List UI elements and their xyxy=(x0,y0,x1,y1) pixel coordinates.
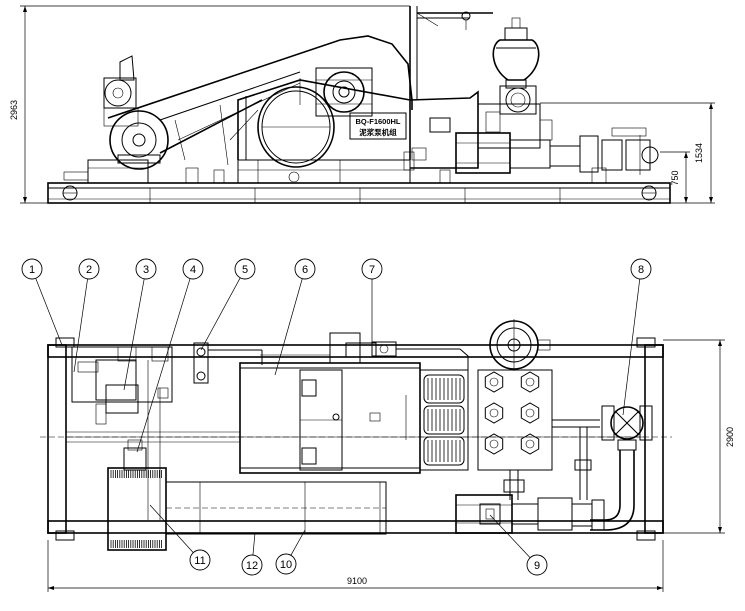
callout-7: 7 xyxy=(361,258,383,347)
plan-valve-block xyxy=(371,341,469,370)
callout-10: 10 xyxy=(275,529,306,575)
dim-9100-label: 9100 xyxy=(347,576,367,586)
pulsation-dampener xyxy=(492,17,540,89)
callout-12: 12 xyxy=(241,532,263,576)
plan-sheave xyxy=(107,439,167,551)
callout-11: 11 xyxy=(149,504,211,571)
plan-view: 2900 9100 xyxy=(40,319,735,592)
callout-number: 3 xyxy=(143,264,149,276)
dim-2963-label: 2963 xyxy=(9,100,19,120)
plan-dampener xyxy=(488,319,551,371)
callout-6: 6 xyxy=(274,258,316,376)
power-end-frame xyxy=(237,79,411,184)
plan-skid-frame xyxy=(40,337,672,541)
dim-750-label: 750 xyxy=(670,170,680,185)
callout-8: 8 xyxy=(622,258,652,416)
plan-manifold-piping xyxy=(503,419,600,500)
callout-number: 11 xyxy=(194,555,205,567)
dimension-right-side: 1534 750 xyxy=(540,102,715,204)
callout-number: 8 xyxy=(638,264,644,276)
fluid-end-side xyxy=(409,85,553,169)
callout-number: 12 xyxy=(246,560,258,572)
plan-power-end xyxy=(239,332,421,474)
nameplate: BQ-F1600HL 泥浆泵机组 xyxy=(349,112,407,140)
callout-number: 5 xyxy=(242,264,248,276)
drive-motor-side xyxy=(103,55,169,170)
callout-1: 1 xyxy=(21,258,63,346)
dim-2900-label: 2900 xyxy=(725,427,735,447)
callout-5: 5 xyxy=(200,258,256,351)
callout-number: 6 xyxy=(302,264,308,276)
plan-fluid-end xyxy=(419,369,553,471)
plan-belts xyxy=(165,481,387,535)
plan-motor xyxy=(71,346,173,520)
dimension-side-height: 2963 xyxy=(9,5,410,204)
dimension-plan-width: 2900 xyxy=(663,339,735,534)
callout-9: 9 xyxy=(489,514,548,576)
skid-details xyxy=(185,151,451,184)
nameplate-model: BQ-F1600HL xyxy=(355,117,400,126)
callout-number: 1 xyxy=(29,264,35,276)
dimension-plan-length: 9100 xyxy=(47,540,664,592)
callout-number: 2 xyxy=(86,264,92,276)
callout-number: 9 xyxy=(534,560,540,572)
nameplate-title: 泥浆泵机组 xyxy=(359,127,397,137)
crane-beam xyxy=(409,6,493,100)
belt-guard xyxy=(107,35,413,166)
plan-charge-pump xyxy=(455,494,605,534)
charge-pump-side xyxy=(455,127,659,184)
crank-housing xyxy=(315,67,373,117)
side-elevation-view: BQ-F1600HL 泥浆泵机组 xyxy=(9,5,715,204)
callout-number: 7 xyxy=(369,264,375,276)
callout-number: 10 xyxy=(280,559,292,571)
bull-gear xyxy=(257,86,335,168)
dim-1534-label: 1534 xyxy=(694,143,704,163)
skid-base xyxy=(47,182,671,204)
plan-strainer xyxy=(590,405,653,531)
callout-2: 2 xyxy=(73,258,100,373)
callout-3: 3 xyxy=(123,258,157,391)
callout-4: 4 xyxy=(136,258,204,453)
callout-number: 4 xyxy=(190,264,196,276)
